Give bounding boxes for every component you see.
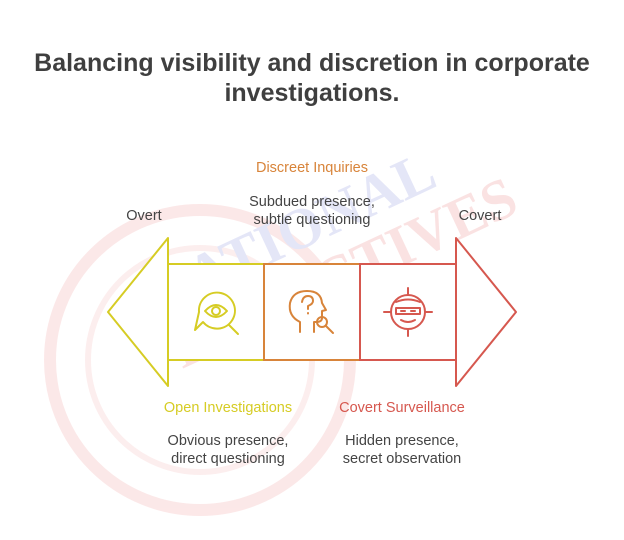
segment-discreet-inquiries [263,263,361,361]
segment-open-investigations [167,263,265,361]
stage-desc-discreet-inquiries: Subdued presence, subtle questioning [212,193,412,229]
overt-label: Overt [126,208,162,224]
stage-heading-open-investigations: Open Investigations [163,400,293,416]
stage-heading-discreet-inquiries: Discreet Inquiries [255,160,368,176]
page-title: Balancing visibility and discretion in c… [20,48,604,108]
title-line-1: Balancing visibility and discretion in c… [34,49,590,77]
title-line-2: investigations. [224,79,400,107]
desc-line: subtle questioning [253,212,371,228]
right-arrow-head [455,237,517,387]
stage-heading-covert-surveillance: Covert Surveillance [339,400,465,416]
desc-line: Obvious presence, [167,433,289,449]
desc-line: secret observation [342,451,462,467]
desc-line: direct questioning [171,451,285,467]
head-question-icon [288,290,334,334]
covert-label: Covert [458,208,502,224]
stage-desc-covert-surveillance: Hidden presence, secret observation [302,432,502,468]
desc-line: Hidden presence, [345,433,459,449]
left-arrow-head [107,237,169,387]
stage-desc-open-investigations: Obvious presence, direct questioning [128,432,328,468]
desc-line: Subdued presence, [249,194,375,210]
masked-target-icon [383,287,433,337]
eye-magnifier-icon [194,291,239,335]
segment-covert-surveillance [359,263,457,361]
